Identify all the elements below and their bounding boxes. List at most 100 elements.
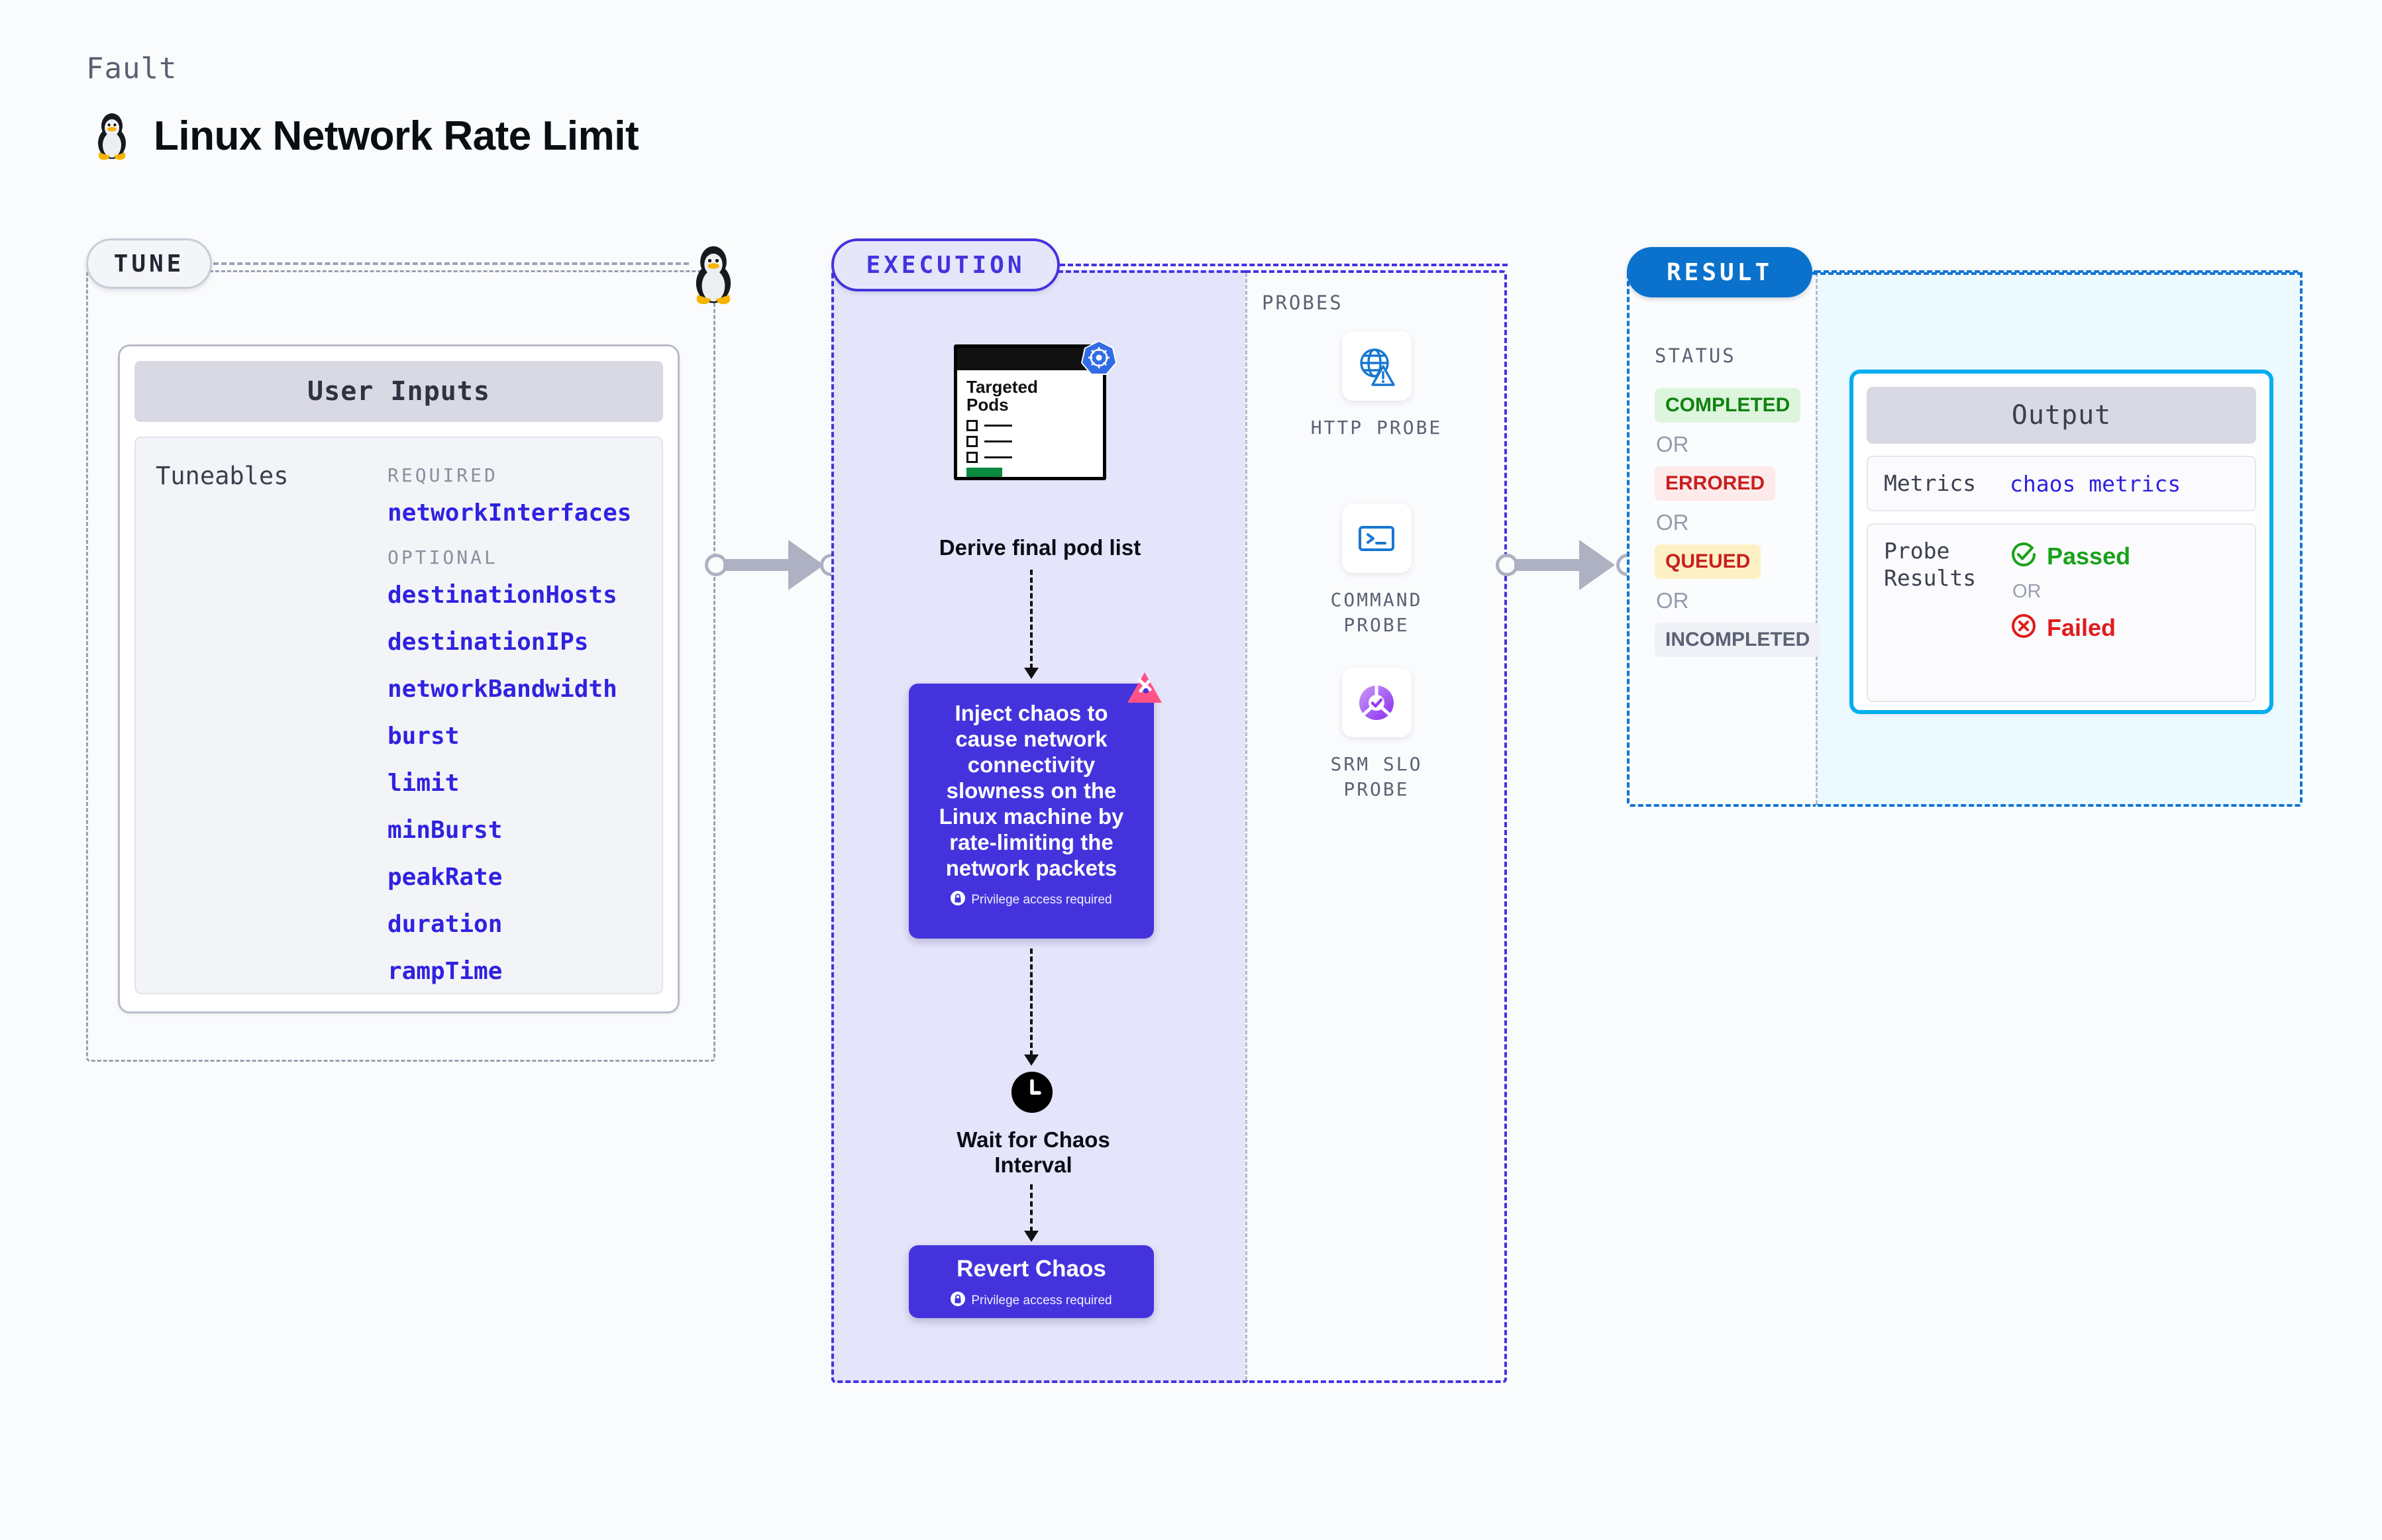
status-or-1: OR: [1656, 432, 1689, 456]
probe-label-http: HTTP PROBE: [1310, 417, 1443, 438]
targeted-pods-card: Targeted Pods: [954, 344, 1106, 480]
revert-chaos-privilege-note: Privilege access required: [909, 1292, 1154, 1310]
output-metrics-value[interactable]: chaos metrics: [2010, 470, 2181, 497]
probe-results-key-line2: Results: [1884, 564, 1977, 591]
connector-arrowhead-exec-result: [1579, 540, 1615, 590]
revert-chaos-privilege-label: Privilege access required: [971, 1294, 1112, 1308]
output-card: Output Metrics chaos metrics Probe Resul…: [1849, 370, 2273, 714]
tune-item-networkInterfaces[interactable]: networkInterfaces: [388, 499, 632, 527]
inject-chaos-privilege-note: Privilege access required: [923, 890, 1139, 909]
probe-results-values: Passed OR Failed: [2010, 538, 2130, 643]
terminal-icon: [1341, 503, 1412, 573]
tune-item-destinationHosts[interactable]: destinationHosts: [388, 582, 617, 609]
result-top-dash-line: [1812, 272, 2303, 275]
output-card-header: Output: [1867, 387, 2256, 444]
tuneables-list: REQUIRED networkInterfaces OPTIONAL dest…: [388, 464, 631, 1005]
tune-item-destinationIPs[interactable]: destinationIPs: [388, 629, 589, 656]
tune-panel-pill[interactable]: TUNE: [86, 238, 212, 289]
tune-item-limit[interactable]: limit: [388, 770, 460, 797]
lock-icon: [951, 1292, 966, 1310]
tune-top-dash-line: [213, 262, 689, 265]
tune-item-networkBandwidth[interactable]: networkBandwidth: [388, 676, 617, 703]
fault-kicker: Fault: [86, 52, 178, 85]
probe-label-srm-slo-line2: PROBE: [1343, 778, 1410, 800]
probe-label-srm-slo-line1: SRM SLO: [1330, 753, 1423, 775]
connector-line-tune-exec: [723, 559, 796, 571]
result-status-label: STATUS: [1655, 344, 1736, 367]
result-status-list: COMPLETED OR ERRORED OR QUEUED OR INCOMP…: [1655, 388, 1821, 657]
status-badge-incompleted: INCOMPLETED: [1655, 623, 1821, 657]
tune-item-duration[interactable]: duration: [388, 911, 503, 938]
derive-final-pod-list-caption: Derive final pod list: [939, 535, 1141, 560]
checkbox-icon: [966, 452, 978, 464]
probe-result-or: OR: [2012, 581, 2042, 603]
tune-item-burst[interactable]: burst: [388, 723, 460, 750]
pods-checklist-row: [966, 436, 1094, 448]
pods-checklist: [966, 420, 1094, 477]
output-probe-results-row: Probe Results Passed OR: [1867, 523, 2256, 703]
tune-item-rampTime[interactable]: rampTime: [388, 958, 503, 985]
probes-section-label: PROBES: [1262, 291, 1343, 314]
tuneables-body: Tuneables REQUIRED networkInterfaces OPT…: [134, 436, 663, 994]
probe-item-http[interactable]: HTTP PROBE: [1297, 331, 1456, 440]
execution-panel-pill[interactable]: EXECUTION: [831, 238, 1060, 291]
result-divider: [1816, 273, 1818, 804]
tune-group-label-required: REQUIRED: [388, 464, 498, 486]
result-panel-pill[interactable]: RESULT: [1627, 247, 1812, 297]
inject-chaos-text: Inject chaos to cause network connectivi…: [939, 701, 1124, 880]
tune-group-label-optional: OPTIONAL: [388, 546, 498, 568]
pods-line: [984, 456, 1012, 459]
revert-chaos-title: Revert Chaos: [957, 1256, 1106, 1282]
output-probe-results-key: Probe Results: [1884, 538, 2010, 591]
probe-label-command-line2: PROBE: [1343, 613, 1410, 636]
x-circle-icon: [2010, 612, 2038, 643]
litmus-chaos-icon: [1126, 671, 1163, 705]
status-or-2: OR: [1656, 510, 1689, 535]
pods-checklist-row: [966, 420, 1094, 432]
probe-results-key-line1: Probe: [1884, 538, 1950, 564]
tune-item-minBurst[interactable]: minBurst: [388, 817, 503, 844]
output-metrics-key: Metrics: [1884, 470, 1977, 496]
probe-result-failed: Failed: [2010, 612, 2130, 643]
inject-chaos-card[interactable]: Inject chaos to cause network connectivi…: [909, 684, 1154, 939]
user-inputs-card: User Inputs Tuneables REQUIRED networkIn…: [118, 344, 680, 1013]
linux-tux-penguin-icon: [93, 111, 131, 160]
wait-for-chaos-interval-caption: Wait for Chaos Interval: [914, 1127, 1153, 1178]
probe-item-command[interactable]: COMMAND PROBE: [1297, 503, 1456, 638]
page-title-row: Linux Network Rate Limit: [93, 111, 639, 160]
probe-label-command: COMMAND PROBE: [1297, 588, 1456, 638]
status-badge-completed: COMPLETED: [1655, 388, 1801, 423]
revert-chaos-card[interactable]: Revert Chaos Privilege access required: [909, 1245, 1154, 1318]
pods-line: [984, 440, 1012, 443]
page-title: Linux Network Rate Limit: [154, 113, 639, 159]
user-inputs-header: User Inputs: [134, 361, 663, 422]
probe-result-passed: Passed: [2010, 540, 2130, 572]
lock-icon: [951, 890, 966, 909]
checkbox-icon: [966, 436, 978, 448]
flow-arrow-head-2: [1024, 1054, 1039, 1066]
pods-checklist-row: [966, 452, 1094, 464]
status-badge-errored: ERRORED: [1655, 466, 1776, 501]
inject-chaos-privilege-label: Privilege access required: [971, 892, 1112, 907]
probe-label-srm-slo: SRM SLO PROBE: [1297, 752, 1456, 802]
kubernetes-icon: [1080, 339, 1118, 378]
wait-caption-line2: Interval: [994, 1153, 1072, 1178]
status-badge-queued: QUEUED: [1655, 544, 1761, 579]
probe-item-srm-slo[interactable]: SRM SLO PROBE: [1297, 668, 1456, 802]
tune-item-peakRate[interactable]: peakRate: [388, 864, 503, 891]
probe-label-command-line1: COMMAND: [1330, 589, 1423, 611]
srm-slo-donut-check-icon: [1341, 668, 1412, 737]
tuneables-label: Tuneables: [156, 462, 289, 490]
pods-line: [984, 425, 1012, 427]
probes-divider: [1245, 273, 1247, 1380]
flow-arrow-line-3: [1030, 1184, 1033, 1232]
pods-card-title-line2: Pods: [966, 394, 1009, 415]
pods-card-title-line1: Targeted: [966, 377, 1038, 397]
probe-result-failed-label: Failed: [2047, 613, 2116, 641]
flow-arrow-head-1: [1024, 668, 1039, 679]
execution-top-dash-line: [1060, 264, 1508, 266]
checkbox-icon: [966, 420, 978, 432]
probes-region: [1245, 270, 1507, 1383]
clock-icon: [1011, 1072, 1053, 1113]
